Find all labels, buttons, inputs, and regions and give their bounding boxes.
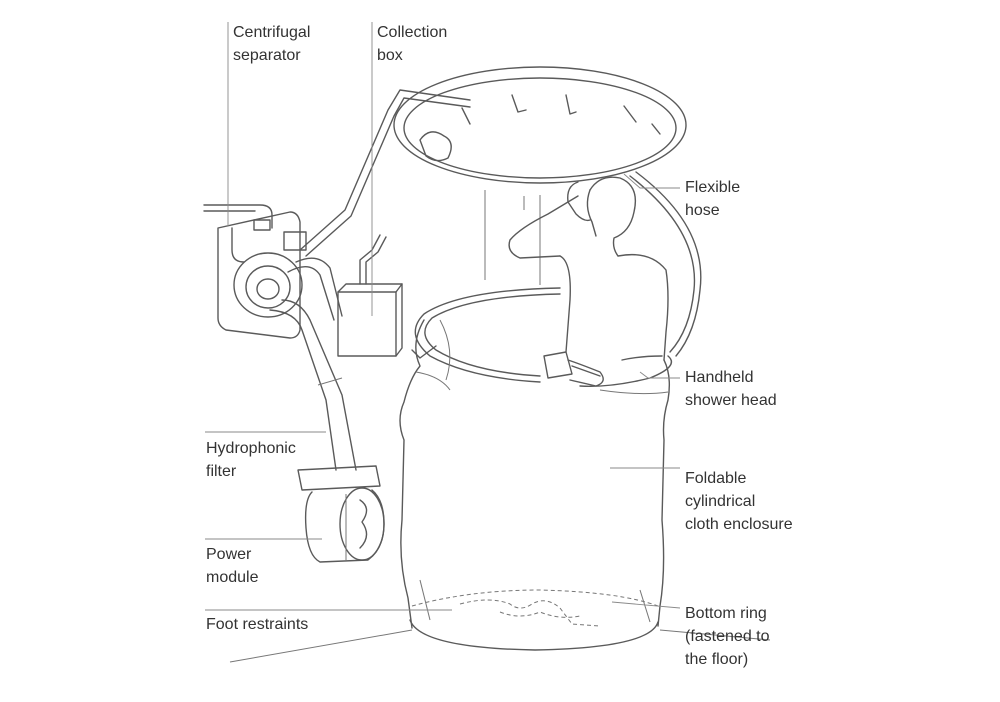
person-figure bbox=[508, 176, 669, 387]
label-handheld-shower-head: Handheld shower head bbox=[685, 369, 777, 409]
separator-pipe bbox=[299, 89, 471, 257]
collection-box bbox=[337, 234, 403, 357]
leader-lines bbox=[205, 22, 681, 611]
label-centrifugal-separator: Centrifugal separator bbox=[233, 24, 311, 64]
bottom-ring bbox=[409, 589, 659, 651]
label-power-module: Power module bbox=[206, 546, 259, 586]
label-collection-box: Collection box bbox=[377, 24, 448, 64]
middle-ring bbox=[411, 287, 673, 387]
label-foldable-enclosure: Foldable cylindrical cloth enclosure bbox=[685, 470, 793, 533]
label-foot-restraints: Foot restraints bbox=[206, 616, 309, 633]
floor-lines bbox=[229, 629, 771, 663]
centrifugal-separator bbox=[203, 204, 307, 318]
label-hydrophonic-filter: Hydrophonic filter bbox=[206, 440, 296, 480]
label-flexible-hose: Flexible hose bbox=[685, 179, 741, 219]
top-ring bbox=[393, 66, 687, 210]
wall-panel bbox=[217, 190, 541, 339]
cloth-enclosure bbox=[399, 319, 671, 629]
hydrophonic-filter bbox=[269, 257, 381, 491]
shower-head bbox=[543, 351, 601, 379]
label-bottom-ring: Bottom ring (fastened to the floor) bbox=[685, 605, 770, 668]
flexible-hose bbox=[629, 171, 702, 357]
power-module bbox=[304, 487, 385, 563]
